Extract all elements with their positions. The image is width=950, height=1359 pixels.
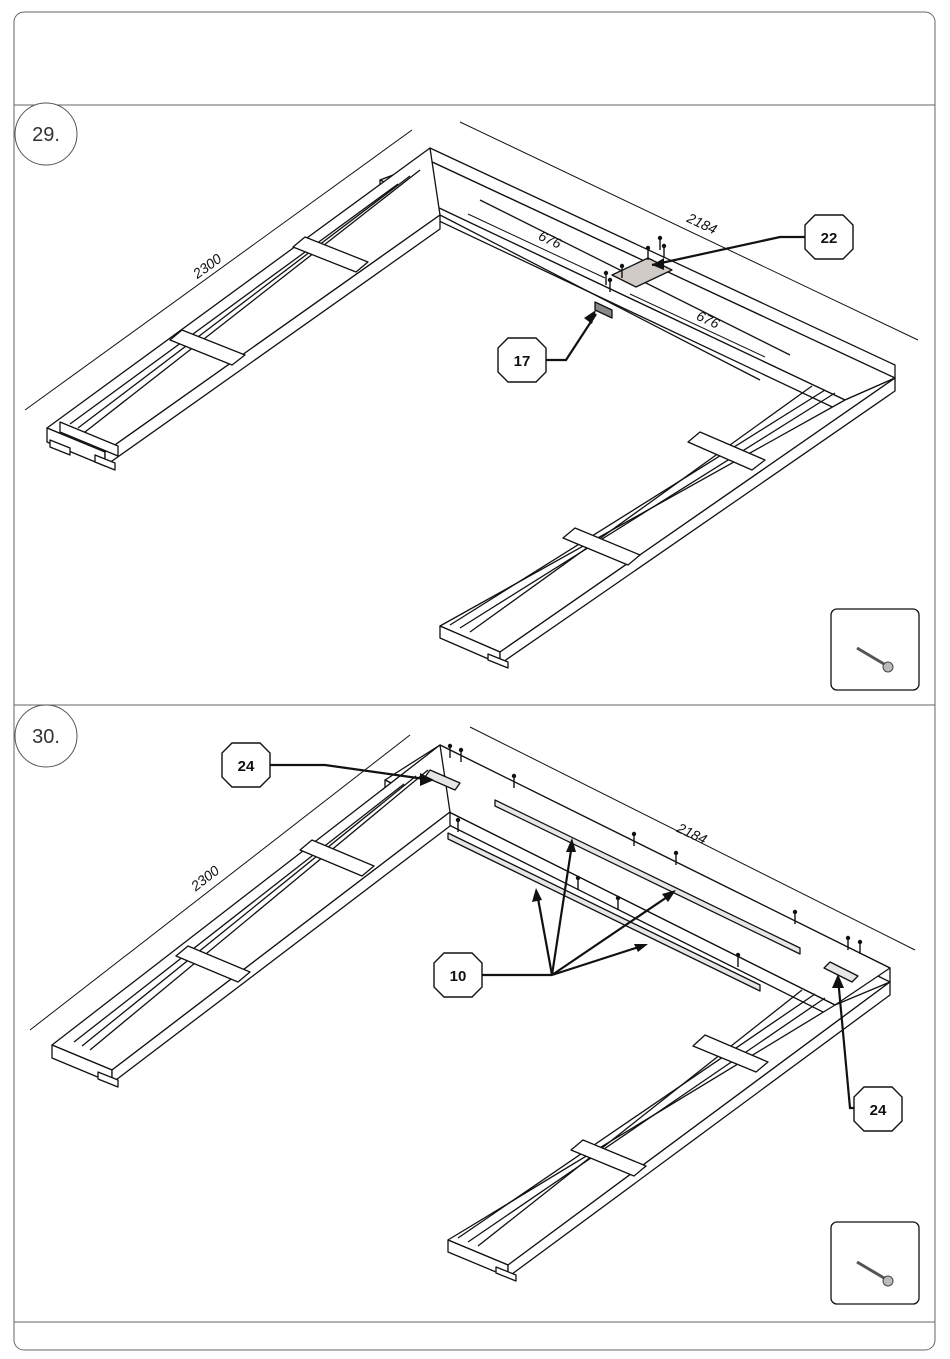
screw-icon [658, 236, 662, 250]
part-callout-number: 24 [238, 758, 255, 775]
hardware-box [831, 1222, 919, 1304]
dimension-back-length: 2184 [684, 209, 720, 237]
dimension-side-length: 2300 [189, 250, 225, 282]
part-callout-number: 17 [514, 353, 531, 370]
hardware-box [831, 609, 919, 690]
step-29: 29. [15, 103, 919, 690]
arrowhead [634, 944, 648, 952]
callout-leader [652, 237, 805, 265]
part-callout-number: 10 [450, 968, 467, 985]
pallet-frame-drawing [52, 745, 890, 1281]
part-callout-number: 22 [821, 230, 838, 247]
arrowhead [532, 888, 542, 902]
dimension-side-length: 2300 [187, 862, 222, 895]
dimension-back-length: 2184 [674, 819, 710, 847]
step-number: 29. [32, 124, 60, 146]
step-number: 30. [32, 726, 60, 748]
part-callout-number: 24 [870, 1102, 887, 1119]
pallet-frame-drawing [47, 148, 895, 668]
step-30: 30. [15, 705, 919, 1304]
